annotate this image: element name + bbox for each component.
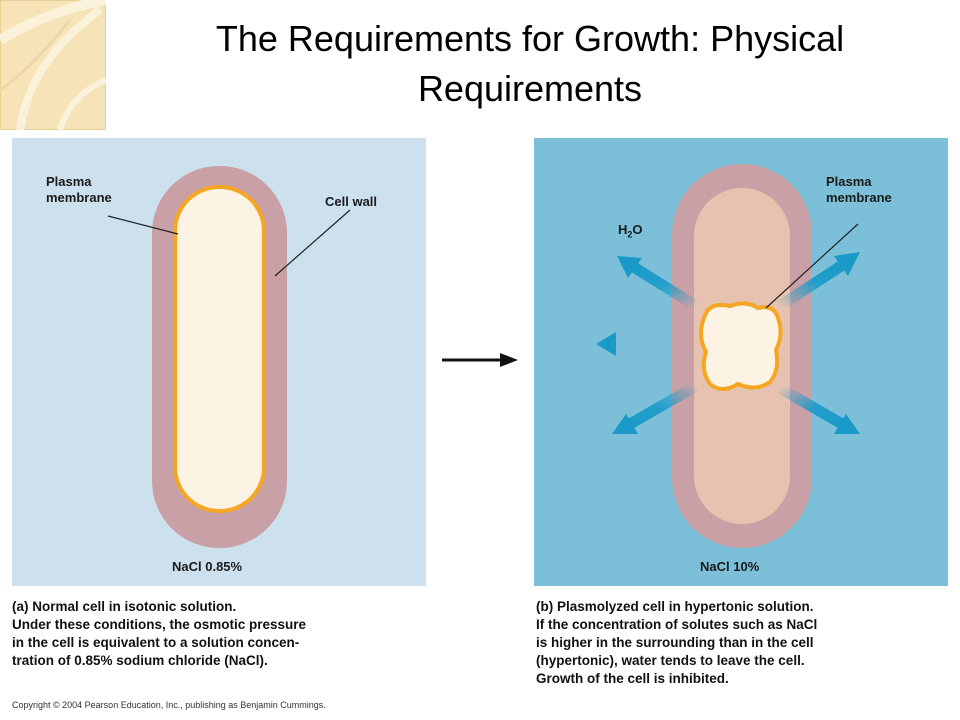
caption-b-line: Growth of the cell is inhibited. (536, 671, 729, 686)
title-line-2: Requirements (417, 68, 643, 109)
caption-a-line: in the cell is equivalent to a solution … (12, 635, 300, 650)
caption-a-line: (a) Normal cell in isotonic solution. (12, 599, 237, 614)
page-title: The Requirements for Growth: Physical Re… (150, 14, 910, 114)
water-arrow-icon (612, 381, 699, 434)
label-plasma-b-line2: membrane (826, 190, 892, 205)
label-plasma-membrane-b: Plasma membrane (826, 174, 892, 206)
leader-plasma-membrane-a (107, 215, 179, 235)
caption-b-line: (hypertonic), water tends to leave the c… (536, 653, 805, 668)
label-plasma-membrane-a: Plasma membrane (46, 174, 112, 206)
caption-b-line: If the concentration of solutes such as … (536, 617, 818, 632)
title-line-1: The Requirements for Growth: Physical (215, 18, 845, 59)
caption-a-line: tration of 0.85% sodium chloride (NaCl). (12, 653, 268, 668)
isotonic-cell-diagram (107, 166, 351, 548)
label-plasma-a-line1: Plasma (46, 174, 92, 189)
caption-b-line: is higher in the surrounding than in the… (536, 635, 814, 650)
plasmolyzed-cell-diagram (596, 164, 860, 548)
copyright-notice: Copyright © 2004 Pearson Education, Inc.… (12, 700, 326, 710)
water-arrow-icon (596, 332, 692, 356)
nacl-label-b: NaCl 10% (700, 559, 760, 574)
water-arrow-icon (776, 252, 860, 311)
water-arrow-icon (617, 256, 699, 311)
caption-a-line: Under these conditions, the osmotic pres… (12, 617, 307, 632)
panel-isotonic: Plasma membrane Cell wall NaCl 0.85% (12, 138, 426, 586)
label-water-o: O (632, 222, 643, 237)
label-water-h: H (618, 222, 628, 237)
caption-b-line: (b) Plasmolyzed cell in hypertonic solut… (536, 599, 814, 614)
caption-a: (a) Normal cell in isotonic solution. Un… (12, 598, 306, 670)
label-plasma-a-line2: membrane (46, 190, 112, 205)
panel-hypertonic: Plasma membrane H2O NaCl 10% (534, 138, 948, 586)
plasmolyzed-membrane (699, 301, 783, 391)
nacl-label-a: NaCl 0.85% (172, 559, 243, 574)
label-plasma-b-line1: Plasma (826, 174, 872, 189)
label-water: H2O (618, 222, 643, 243)
leader-plasma-membrane-b (765, 223, 859, 309)
process-arrow-icon (442, 353, 518, 367)
label-water-sub: 2 (627, 229, 633, 240)
cytoplasm-a (173, 185, 266, 513)
label-cell-wall-a: Cell wall (325, 194, 378, 209)
corner-decoration (0, 0, 106, 130)
caption-b: (b) Plasmolyzed cell in hypertonic solut… (536, 598, 817, 688)
water-arrow-icon (777, 383, 860, 434)
leader-cell-wall-a (274, 209, 351, 277)
